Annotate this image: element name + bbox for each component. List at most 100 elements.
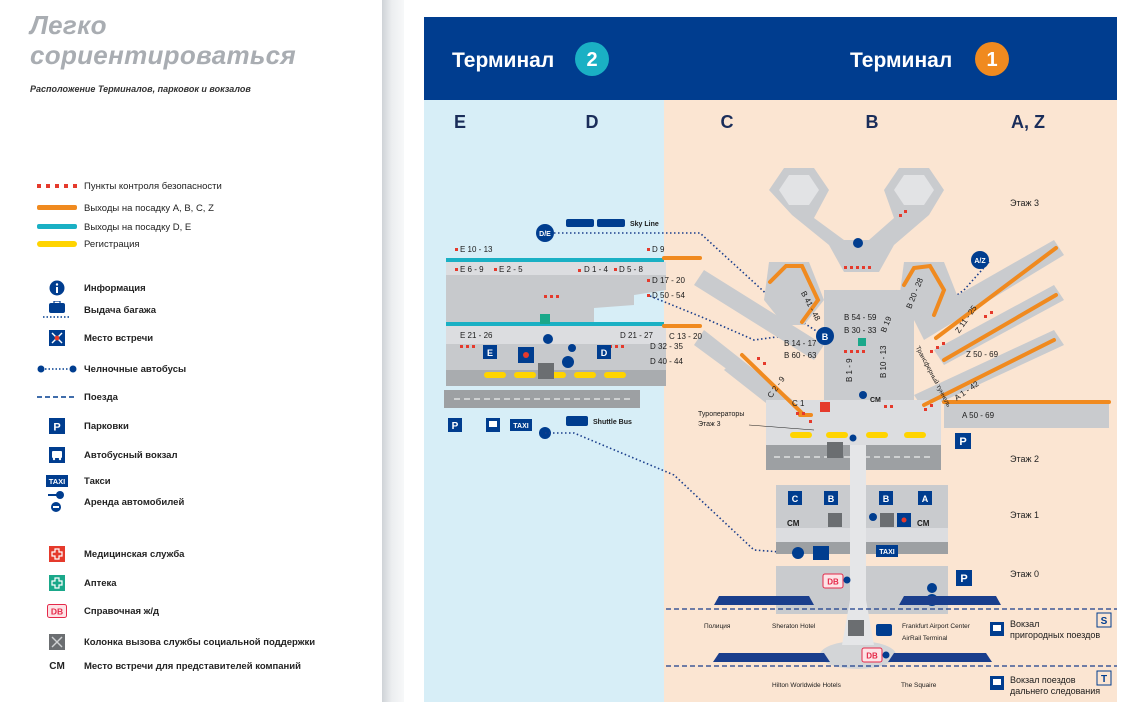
skyline-label: Sky Line <box>630 221 659 228</box>
legend-label: Выходы на посадку A, B, C, Z <box>84 202 214 214</box>
legend-db: DB Справочная ж/д <box>30 603 159 619</box>
info-icon <box>869 513 877 521</box>
legend-label: Челночные автобусы <box>84 363 187 375</box>
gate-b30-33: B 30 - 33 <box>844 326 877 335</box>
legend-label: Аренда автомобилей <box>84 496 185 508</box>
airrail-label: AirRail Terminal <box>902 635 948 642</box>
baggage-b-letter: B <box>828 494 835 504</box>
social-help-icon <box>848 620 864 636</box>
terminal-2-label: Терминал <box>452 49 554 72</box>
regional-station-line-1: Вокзал <box>1010 619 1039 629</box>
gate-d17-20: D 17 - 20 <box>652 276 685 285</box>
gate-b60-63: B 60 - 63 <box>784 351 817 360</box>
zone-e: E <box>454 112 466 132</box>
terminal-1-security <box>757 210 993 423</box>
legend-taxi: TAXI Такси <box>30 473 111 489</box>
legend-label: Такси <box>84 475 111 487</box>
terminal-map: Терминал 2 Терминал 1 E D C B A, Z Этаж … <box>424 17 1117 702</box>
bus-icon <box>30 447 84 463</box>
zone-d: D <box>586 112 599 132</box>
page-subtitle: Расположение Терминалов, парковок и вокз… <box>30 84 251 94</box>
orange-line-icon <box>30 200 84 216</box>
terminal-1-icons: CM C B B A CM CM TAXI DB P P <box>787 238 972 663</box>
legend-label: Колонка вызова службы социальной поддерж… <box>84 636 316 648</box>
legend-panel: Легко сориентироваться Расположение Терм… <box>0 0 382 702</box>
baggage-a-letter: A <box>922 494 929 504</box>
legend-label: Место встречи <box>84 332 154 344</box>
gate-e21-26: E 21 - 26 <box>460 331 493 340</box>
level-2: Этаж 2 <box>1010 454 1039 464</box>
level-labels: Этаж 3 Этаж 2 Этаж 1 Этаж 0 <box>1010 198 1039 579</box>
terminal-1-orange-gates <box>662 246 1111 417</box>
legend-label: Автобусный вокзал <box>84 449 178 461</box>
legend-social: Колонка вызова службы социальной поддерж… <box>30 634 315 650</box>
gate-b14-17: B 14 - 17 <box>784 339 817 348</box>
cm-text: CM <box>787 519 800 528</box>
skyline-train-icon <box>566 219 594 227</box>
taxi-icon: TAXI <box>30 473 84 489</box>
baggage-c-letter: C <box>792 494 799 504</box>
page-title: Легко сориентироваться <box>30 10 296 70</box>
gate-d5-8: D 5 - 8 <box>619 265 644 274</box>
terminal-1-number: 1 <box>986 49 997 71</box>
level-1: Этаж 1 <box>1010 510 1039 520</box>
taxi-text: TAXI <box>513 423 528 430</box>
legend-label: Аптека <box>84 577 117 589</box>
fernbahn-letter: T <box>1101 674 1107 685</box>
info-icon <box>859 391 867 399</box>
s-bahn-letter: S <box>1101 616 1108 627</box>
social-help-icon <box>538 363 554 379</box>
legend-meeting: Место встречи <box>30 330 153 346</box>
baggage-e-icon <box>483 345 497 359</box>
shuttle-routes <box>545 232 990 554</box>
baggage-icon <box>876 624 892 636</box>
legend-bus: Автобусный вокзал <box>30 447 178 463</box>
info-icon <box>543 334 553 344</box>
gate-d21-27: D 21 - 27 <box>620 331 653 340</box>
shuttle-bus-label: Shuttle Bus <box>593 419 632 426</box>
cm-text: CM <box>49 660 65 672</box>
taxi-text: TAXI <box>879 549 894 556</box>
gate-d1-4: D 1 - 4 <box>584 265 609 274</box>
gate-d32-35: D 32 - 35 <box>650 342 683 351</box>
gate-e6-9: E 6 - 9 <box>460 265 484 274</box>
parking-icon <box>955 433 971 449</box>
social-help-icon <box>30 634 84 650</box>
parking-letter: P <box>959 436 966 448</box>
social-help-icon <box>828 513 842 527</box>
cm-text: CM <box>917 519 930 528</box>
gate-e2-5: E 2 - 5 <box>499 265 523 274</box>
medical-cross-icon <box>30 546 84 562</box>
baggage-b2-icon <box>879 491 893 505</box>
legend-info: Информация <box>30 280 146 296</box>
db-text: DB <box>827 578 839 587</box>
baggage-b2-letter: B <box>883 494 890 504</box>
gate-d9: D 9 <box>652 245 665 254</box>
car-rental-icon <box>562 356 574 368</box>
fernbahn-badge <box>1096 670 1112 686</box>
terminal-1-label: Терминал <box>850 49 952 72</box>
page-title-line-1: Легко <box>30 10 107 40</box>
tour-operators-line-1: Туроператоры <box>698 411 744 418</box>
taxi-icon <box>876 545 898 557</box>
shuttle-bus-icon <box>566 416 588 426</box>
skyline-b-badge <box>816 327 834 345</box>
pharmacy-cross-icon <box>30 575 84 591</box>
page-fold <box>382 0 404 702</box>
baggage-a-icon <box>918 491 932 505</box>
legend-label: Выдача багажа <box>84 304 157 316</box>
meeting-point-icon <box>30 330 84 346</box>
parking-icon <box>956 570 972 586</box>
db-text: DB <box>51 607 63 617</box>
gate-b1-9: B 1 - 9 <box>845 358 854 382</box>
taxi-icon <box>510 419 532 431</box>
regional-train-icon <box>714 596 814 605</box>
parking-icon: P <box>30 418 84 434</box>
skyline-de-text: D/E <box>539 231 551 238</box>
longdistance-train-icon <box>888 653 992 662</box>
level-0: Этаж 0 <box>1010 569 1039 579</box>
db-icon: DB <box>30 603 84 619</box>
legend-security: Пункты контроля безопасности <box>30 178 222 194</box>
tour-operators-line-2: Этаж 3 <box>698 421 721 428</box>
gate-z50-69: Z 50 - 69 <box>966 350 999 359</box>
